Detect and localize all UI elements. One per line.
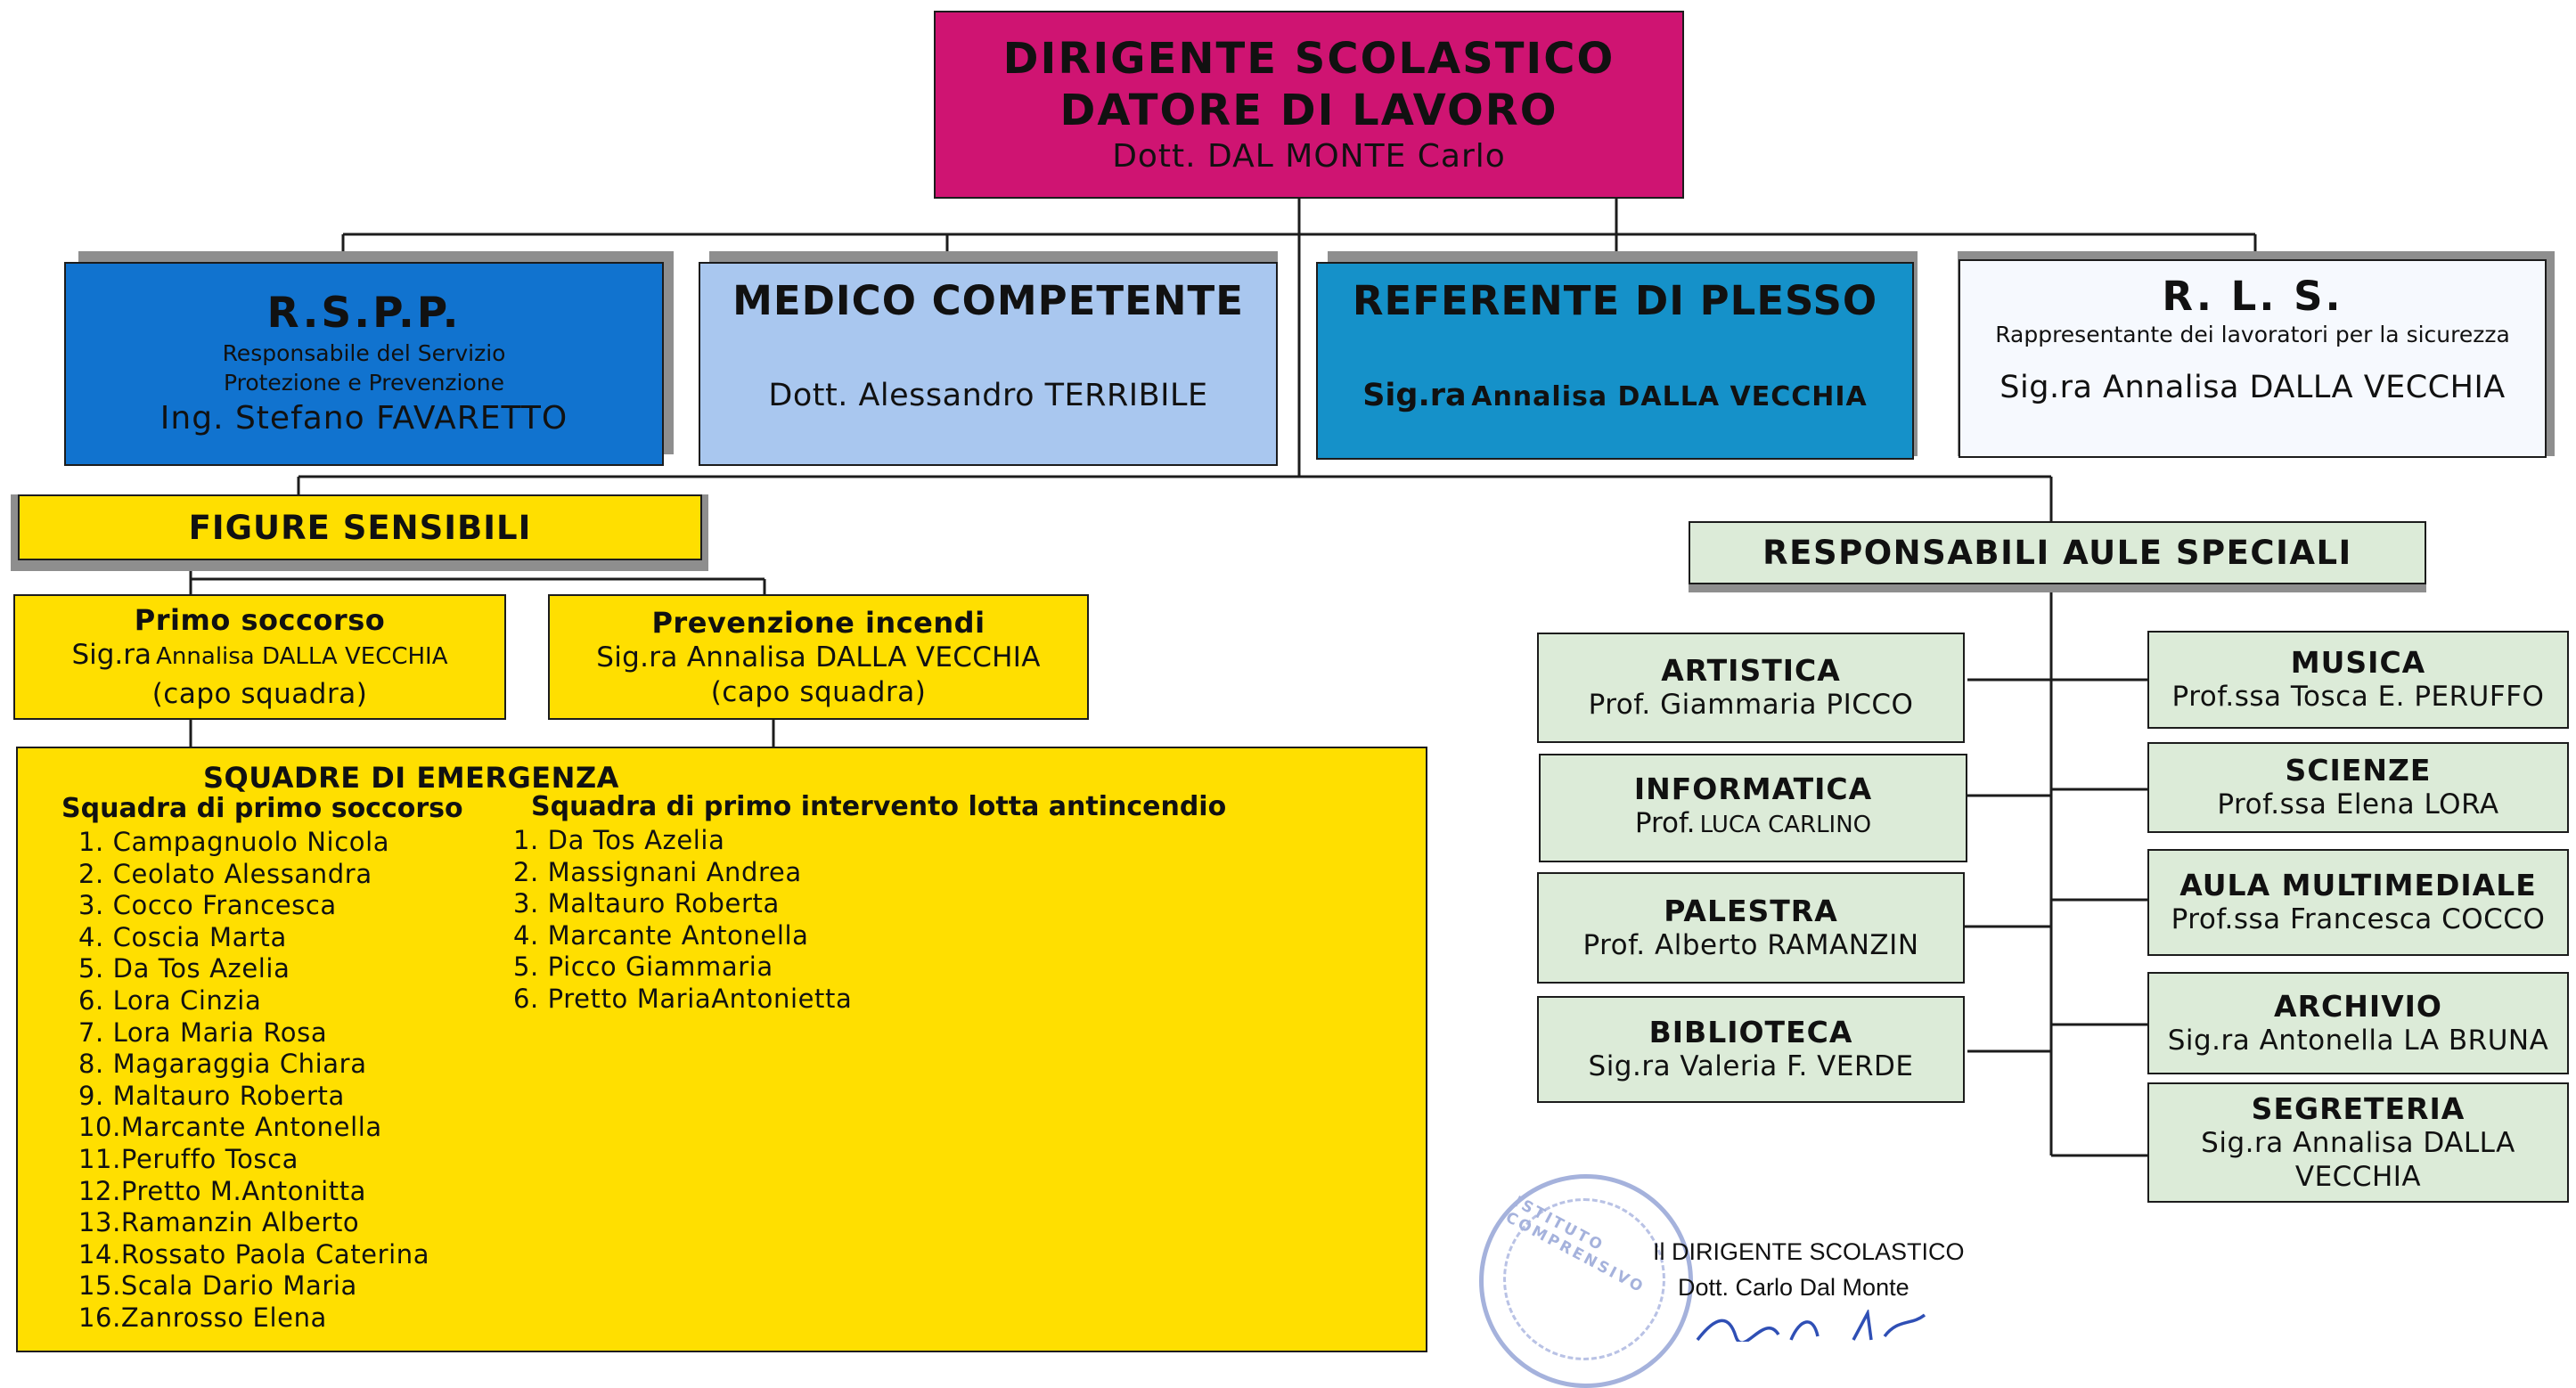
list-item: 2. Ceolato Alessandra <box>78 858 372 889</box>
list-item: 13.Ramanzin Alberto <box>78 1207 360 1238</box>
aula-segreteria-name2: VECCHIA <box>2294 1160 2422 1193</box>
aula-archivio-name: Sig.ra Antonella LA BRUNA <box>2167 1024 2549 1057</box>
list-item: 7. Lora Maria Rosa <box>78 1017 328 1048</box>
signature-scribble <box>1696 1310 1926 1342</box>
squadre-left-header: Squadra di primo soccorso <box>61 793 463 824</box>
list-item: 15.Scala Dario Maria <box>78 1270 357 1302</box>
list-item: 12.Pretto M.Antonitta <box>78 1175 367 1206</box>
aula-informatica-title: INFORMATICA <box>1633 771 1873 806</box>
list-item: 9. Maltauro Roberta <box>78 1080 345 1111</box>
aula-archivio-box: ARCHIVIO Sig.ra Antonella LA BRUNA <box>2147 972 2569 1074</box>
prevenzione-title: Prevenzione incendi <box>651 605 985 640</box>
firma-line1: Il DIRIGENTE SCOLASTICO <box>1653 1238 1965 1265</box>
aula-musica-name: Prof.ssa Tosca E. PERUFFO <box>2171 681 2545 713</box>
dirigente-box: DIRIGENTE SCOLASTICO DATORE DI LAVORO Do… <box>934 11 1684 199</box>
aula-scienze-name: Prof.ssa Elena LORA <box>2217 788 2499 821</box>
aula-segreteria-box: SEGRETERIA Sig.ra Annalisa DALLA VECCHIA <box>2147 1082 2569 1203</box>
rls-sub: Rappresentante dei lavoratori per la sic… <box>1995 322 2510 347</box>
list-item: 6. Lora Cinzia <box>78 984 262 1016</box>
aula-biblioteca-title: BIBLIOTECA <box>1648 1015 1853 1049</box>
aula-palestra-name: Prof. Alberto RAMANZIN <box>1582 928 1919 961</box>
aula-segreteria-title: SEGRETERIA <box>2251 1090 2466 1126</box>
aula-informatica-box: INFORMATICA Prof. LUCA CARLINO <box>1539 754 1967 862</box>
primo-soccorso-prefix: Sig.ra <box>71 639 152 671</box>
aula-biblioteca-name: Sig.ra Valeria F. VERDE <box>1588 1050 1914 1082</box>
aule-title: RESPONSABILI AULE SPECIALI <box>1762 534 2352 572</box>
connector-lines <box>189 198 2257 1157</box>
list-item: 5. Picco Giammaria <box>513 951 773 983</box>
aula-artistica-title: ARTISTICA <box>1661 653 1841 688</box>
referente-title: REFERENTE DI PLESSO <box>1352 277 1878 324</box>
rspp-box: R.S.P.P. Responsabile del Servizio Prote… <box>64 262 664 466</box>
aula-musica-box: MUSICA Prof.ssa Tosca E. PERUFFO <box>2147 631 2569 729</box>
list-item: 3. Cocco Francesca <box>78 890 337 921</box>
rspp-sub1: Responsabile del Servizio <box>222 339 506 366</box>
dirigente-name: Dott. DAL MONTE Carlo <box>1112 137 1506 175</box>
list-item: 4. Coscia Marta <box>78 921 287 952</box>
list-item: 1. Campagnuolo Nicola <box>78 827 390 857</box>
aula-multimediale-box: AULA MULTIMEDIALE Prof.ssa Francesca COC… <box>2147 849 2569 956</box>
aula-scienze-box: SCIENZE Prof.ssa Elena LORA <box>2147 742 2569 833</box>
prevenzione-box: Prevenzione incendi Sig.ra Annalisa DALL… <box>548 594 1089 720</box>
rls-name: Sig.ra Annalisa DALLA VECCHIA <box>1999 370 2506 405</box>
rls-box: R. L. S. Rappresentante dei lavoratori p… <box>1959 259 2547 458</box>
aula-scienze-title: SCIENZE <box>2285 753 2432 788</box>
list-item: 4. Marcante Antonella <box>513 919 809 951</box>
squadre-title: SQUADRE DI EMERGENZA <box>203 761 619 795</box>
list-item: 10.Marcante Antonella <box>78 1112 382 1143</box>
primo-soccorso-role: (capo squadra) <box>151 678 368 710</box>
referente-name: Annalisa DALLA VECCHIA <box>1471 381 1868 412</box>
referente-box: REFERENTE DI PLESSO Sig.ra Annalisa DALL… <box>1316 262 1914 460</box>
primo-soccorso-box: Primo soccorso Sig.ra Annalisa DALLA VEC… <box>13 594 506 720</box>
aula-musica-title: MUSICA <box>2290 645 2426 680</box>
aule-title-box: RESPONSABILI AULE SPECIALI <box>1689 521 2426 584</box>
list-item: 1. Da Tos Azelia <box>513 825 725 855</box>
figure-sensibili-box: FIGURE SENSIBILI <box>18 494 702 560</box>
referente-prefix: Sig.ra <box>1362 378 1467 413</box>
aula-multimediale-name: Prof.ssa Francesca COCCO <box>2171 903 2546 935</box>
aula-palestra-title: PALESTRA <box>1664 893 1838 928</box>
primo-soccorso-name-line: Sig.ra Annalisa DALLA VECCHIA <box>71 637 447 677</box>
school-stamp: ISTITUTO COMPRENSIVO <box>1479 1174 1693 1388</box>
prevenzione-role: (capo squadra) <box>710 675 927 708</box>
medico-title: MEDICO COMPETENTE <box>732 277 1244 324</box>
list-item: 8. Magaraggia Chiara <box>78 1049 367 1080</box>
primo-soccorso-name: Annalisa DALLA VECCHIA <box>156 643 448 670</box>
aula-segreteria-name: Sig.ra Annalisa DALLA <box>2201 1126 2515 1159</box>
rls-title: R. L. S. <box>2162 273 2343 320</box>
squadre-right-list: 1. Da Tos Azelia 2. Massignani Andrea 3.… <box>513 825 852 1016</box>
medico-box: MEDICO COMPETENTE Dott. Alessandro TERRI… <box>699 262 1278 466</box>
dirigente-line2: DATORE DI LAVORO <box>1059 85 1558 135</box>
rspp-title: R.S.P.P. <box>266 288 462 338</box>
aula-informatica-name: LUCA CARLINO <box>1699 811 1872 838</box>
list-item: 5. Da Tos Azelia <box>78 953 290 984</box>
rspp-name: Ing. Stefano FAVARETTO <box>159 399 568 437</box>
prevenzione-name: Sig.ra Annalisa DALLA VECCHIA <box>596 641 1041 674</box>
aula-artistica-box: ARTISTICA Prof. Giammaria PICCO <box>1537 633 1965 743</box>
referente-name-line: Sig.ra Annalisa DALLA VECCHIA <box>1362 374 1868 422</box>
figure-sensibili-title: FIGURE SENSIBILI <box>188 508 532 547</box>
aula-multimediale-title: AULA MULTIMEDIALE <box>2179 868 2537 902</box>
rspp-sub2: Protezione e Prevenzione <box>223 369 505 396</box>
aula-artistica-name: Prof. Giammaria PICCO <box>1588 689 1914 721</box>
list-item: 11.Peruffo Tosca <box>78 1143 299 1174</box>
list-item: 3. Maltauro Roberta <box>513 888 780 919</box>
firma-line2: Dott. Carlo Dal Monte <box>1678 1274 1910 1301</box>
aula-informatica-prefix: Prof. <box>1634 806 1696 839</box>
list-item: 2. Massignani Andrea <box>513 856 802 887</box>
list-item: 14.Rossato Paola Caterina <box>78 1238 430 1270</box>
aula-informatica-name-line: Prof. LUCA CARLINO <box>1635 806 1871 845</box>
list-item: 16.Zanrosso Elena <box>78 1302 327 1333</box>
squadre-left-list: 1. Campagnuolo Nicola 2. Ceolato Alessan… <box>78 827 429 1335</box>
dirigente-line1: DIRIGENTE SCOLASTICO <box>1002 33 1615 84</box>
aula-palestra-box: PALESTRA Prof. Alberto RAMANZIN <box>1537 872 1965 984</box>
medico-name: Dott. Alessandro TERRIBILE <box>768 378 1208 413</box>
aula-biblioteca-box: BIBLIOTECA Sig.ra Valeria F. VERDE <box>1537 996 1965 1103</box>
squadre-box: SQUADRE DI EMERGENZA Squadra di primo so… <box>16 747 1427 1352</box>
list-item: 6. Pretto MariaAntonietta <box>513 983 853 1014</box>
squadre-right-header: Squadra di primo intervento lotta antinc… <box>531 791 1227 822</box>
primo-soccorso-title: Primo soccorso <box>134 603 386 637</box>
aula-archivio-title: ARCHIVIO <box>2274 988 2442 1024</box>
